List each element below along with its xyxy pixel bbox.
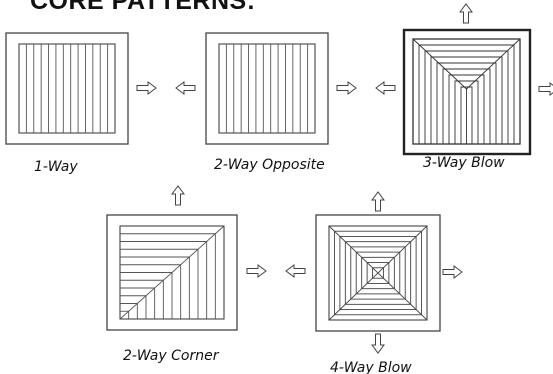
arrow-up-icon: [371, 191, 385, 212]
vane-line: [328, 225, 428, 321]
three-way-blow-vanes: [412, 38, 521, 144]
one-way-inner-frame: [18, 43, 116, 134]
one-way-label: 1-Way: [34, 159, 78, 175]
arrow-left-icon: [285, 264, 306, 278]
four-way-blow-vanes: [328, 225, 428, 321]
heading: CORE PATTERNS:: [30, 0, 256, 15]
pattern-four-way-blow: 4-Way Blow: [315, 191, 463, 374]
arrow-left-icon: [375, 81, 396, 95]
pattern-two-way-opposite: 2-Way Opposite: [205, 32, 329, 173]
vane-line: [466, 38, 521, 90]
two-way-opposite-vanes: [225, 44, 309, 133]
vane-ring: [361, 256, 395, 290]
three-way-blow-label: 3-Way Blow: [423, 155, 505, 171]
vane-line: [418, 44, 515, 144]
pattern-two-way-corner: 2-Way Corner: [106, 185, 238, 364]
vane-line: [430, 56, 503, 144]
vane-ring: [339, 235, 417, 311]
vane-line: [436, 62, 497, 144]
vane-line: [448, 74, 485, 144]
vane-line: [424, 50, 509, 144]
vane-line: [454, 80, 479, 144]
arrow-right-icon: [136, 81, 157, 95]
arrow-up-icon: [171, 185, 185, 206]
vane-ring: [372, 267, 384, 279]
vane-line: [442, 68, 491, 144]
two-way-opposite-label: 2-Way Opposite: [214, 157, 325, 173]
arrow-right-icon: [538, 82, 553, 96]
arrow-up-icon: [459, 3, 473, 24]
vane-ring: [350, 246, 406, 300]
four-way-blow-label: 4-Way Blow: [330, 360, 412, 374]
arrow-down-icon: [371, 333, 385, 354]
two-way-corner-label: 2-Way Corner: [123, 348, 220, 364]
two-way-corner-vanes: [119, 225, 225, 320]
vane-line: [460, 86, 473, 144]
arrow-left-icon: [175, 81, 196, 95]
arrow-right-icon: [442, 265, 463, 279]
arrow-right-icon: [336, 81, 357, 95]
one-way-vanes: [25, 44, 109, 133]
arrow-right-icon: [246, 264, 267, 278]
vane-ring: [366, 262, 390, 284]
vane-ring: [344, 241, 412, 305]
pattern-one-way: 1-Way: [5, 32, 129, 175]
vane-ring: [333, 230, 423, 316]
two-way-opposite-inner-frame: [218, 43, 316, 134]
vane-ring: [355, 251, 401, 295]
vane-line: [412, 38, 467, 90]
pattern-three-way-blow: 3-Way Blow: [402, 3, 553, 171]
